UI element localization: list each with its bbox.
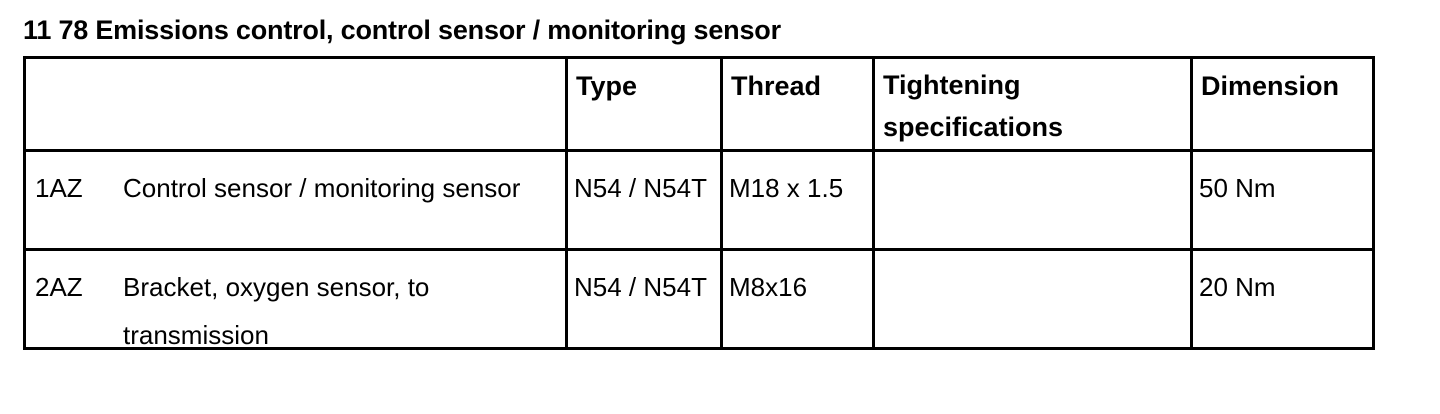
thread-value: M8x16 [729, 272, 808, 302]
header-label-thread: Thread [731, 71, 822, 101]
tightening-specifications-value [875, 251, 1190, 311]
header-label-description [26, 59, 565, 64]
header-label-type: Type [576, 71, 638, 101]
cell-thread: M18 x 1.5 [720, 149, 875, 251]
header-label-tightening-line2: specifications [883, 112, 1064, 142]
cell-description: 1AZ Control sensor / monitoring sensor [23, 149, 568, 251]
table-row: 1AZ Control sensor / monitoring sensor N… [23, 149, 1375, 251]
page-title: 11 78 Emissions control, control sensor … [23, 15, 781, 45]
description-wrapper: 1AZ Control sensor / monitoring sensor [26, 152, 565, 248]
type-value: N54 / N54T [574, 272, 707, 302]
header-cell-type: Type [565, 56, 723, 152]
cell-thread: M8x16 [720, 248, 875, 350]
cell-type: N54 / N54T [565, 248, 723, 350]
cell-tightening-specifications [872, 248, 1193, 350]
thread-value: M18 x 1.5 [729, 173, 844, 203]
table-row: 2AZ Bracket, oxygen sensor, to transmiss… [23, 248, 1375, 350]
torque-specification-table: Type Thread Tightening specifications Di… [23, 56, 1375, 350]
header-cell-description [23, 56, 568, 152]
cell-tightening-specifications [872, 149, 1193, 251]
type-value: N54 / N54T [574, 173, 707, 203]
description-wrapper: 2AZ Bracket, oxygen sensor, to transmiss… [26, 251, 565, 350]
table-header-row: Type Thread Tightening specifications Di… [23, 56, 1375, 152]
header-label-tightening-specifications: Tightening specifications [875, 59, 1190, 148]
header-label-dimension: Dimension [1201, 71, 1340, 101]
cell-description: 2AZ Bracket, oxygen sensor, to transmiss… [23, 248, 568, 350]
description-text: Control sensor / monitoring sensor [123, 173, 521, 203]
header-label-tightening-line1: Tightening [883, 70, 1021, 100]
tightening-specifications-value [875, 152, 1190, 212]
header-cell-tightening-specifications: Tightening specifications [872, 56, 1193, 152]
cell-type: N54 / N54T [565, 149, 723, 251]
dimension-value: 20 Nm [1199, 272, 1276, 302]
row-index-label: 2AZ [35, 272, 83, 302]
header-cell-dimension: Dimension [1190, 56, 1375, 152]
cell-dimension: 50 Nm [1190, 149, 1375, 251]
header-cell-thread: Thread [720, 56, 875, 152]
row-index-label: 1AZ [35, 173, 83, 203]
description-text: Bracket, oxygen sensor, to transmission [123, 272, 430, 350]
dimension-value: 50 Nm [1199, 173, 1276, 203]
cell-dimension: 20 Nm [1190, 248, 1375, 350]
